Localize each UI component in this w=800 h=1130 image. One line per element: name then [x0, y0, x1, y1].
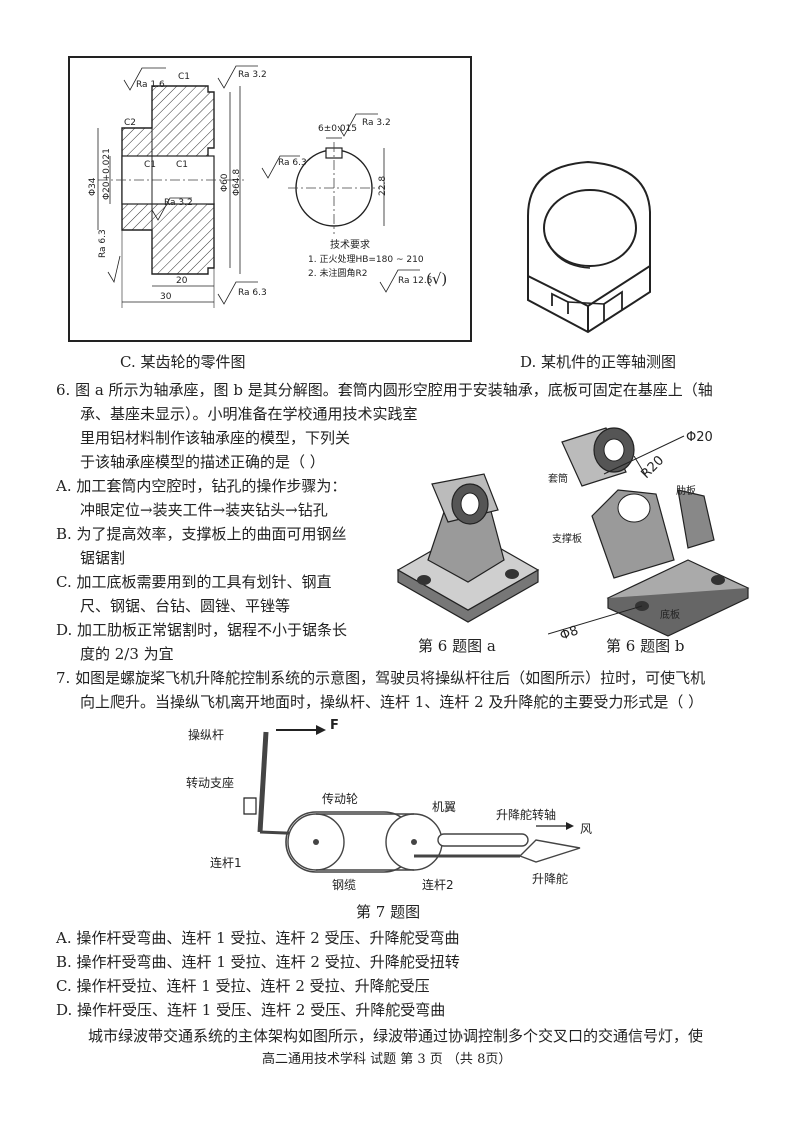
q7-line-1: 7. 如图是螺旋桨飞机升降舵控制系统的示意图，驾驶员将操纵杆往后（如图所示）拉时…: [56, 669, 706, 687]
tech-requirement-2: 2. 未注圆角R2: [308, 269, 368, 279]
q7-option-c[interactable]: C. 操作杆受拉、连杆 1 受拉、连杆 2 受拉、升降舵受压: [56, 977, 430, 995]
figure-7-caption: 第 7 题图: [356, 903, 421, 921]
figure-6b-caption: 第 6 题图 b: [606, 637, 685, 655]
bearing-seat-figure-b: [548, 420, 760, 640]
label-support: 支撑板: [552, 534, 582, 545]
chamfer-label: C1: [178, 72, 191, 82]
dimension-label: 20: [176, 276, 188, 286]
page-footer: 高二通用技术学科 试题 第 3 页 （共 8页）: [262, 1052, 512, 1067]
roughness-label: Ra 12.5: [398, 276, 433, 286]
label-phi20: Φ20: [686, 430, 713, 445]
label-elevator-axis: 升降舵转轴: [496, 808, 557, 822]
label-wing: 机翼: [432, 800, 457, 814]
figure-d-caption: D. 某机件的正等轴测图: [520, 353, 677, 371]
label-sleeve: 套筒: [548, 474, 568, 485]
chamfer-label: C2: [124, 118, 137, 128]
dimension-label: Φ60: [220, 173, 230, 192]
label-stick: 操纵杆: [188, 728, 225, 742]
q7-option-d[interactable]: D. 操作杆受压、连杆 1 受压、连杆 2 受压、升降舵受弯曲: [56, 1001, 446, 1019]
label-base: 底板: [660, 610, 680, 621]
q6-line-2: 承、基座未显示）。小明准备在学校通用技术实践室: [80, 405, 418, 423]
label-rod-2: 连杆2: [422, 878, 454, 892]
dimension-label: Φ64.8: [232, 168, 242, 196]
label-rib: 肋板: [676, 486, 696, 497]
q7-option-b[interactable]: B. 操作杆受弯曲、连杆 1 受拉、连杆 2 受拉、升降舵受扭转: [56, 953, 460, 971]
bearing-seat-figure-a: [388, 470, 548, 630]
roughness-label: Ra 3.2: [164, 198, 193, 208]
q6-option-c[interactable]: C. 加工底板需要用到的工具有划针、钢直: [56, 573, 332, 591]
q6-option-b[interactable]: B. 为了提高效率，支撑板上的曲面可用钢丝: [56, 525, 347, 543]
dimension-label: Φ34: [88, 177, 98, 196]
roughness-label: Ra 6.3: [98, 229, 108, 258]
dimension-label: 6±0.015: [318, 124, 358, 134]
label-rod-1: 连杆1: [210, 856, 242, 870]
roughness-label: Ra 6.3: [238, 288, 267, 298]
q6-option-d[interactable]: D. 加工肋板正常锯割时，锯程不小于锯条长: [56, 621, 348, 639]
roughness-label: Ra 1.6: [136, 80, 165, 90]
label-pivot: 转动支座: [186, 776, 235, 790]
label-wind: 风: [580, 822, 593, 836]
roughness-label: Ra 3.2: [238, 70, 267, 80]
tech-requirements-title: 技术要求: [330, 240, 370, 251]
q6-line-3: 里用铝材料制作该轴承座的模型，下列关: [80, 429, 351, 447]
q6-option-a[interactable]: A. 加工套筒内空腔时，钻孔的操作步骤为：: [56, 477, 347, 495]
chamfer-label: C1: [176, 160, 189, 170]
q8-intro: 城市绿波带交通系统的主体架构如图所示，绿波带通过协调控制多个交叉口的交通信号灯，…: [88, 1027, 704, 1045]
q6-option-b-cont: 锯锯割: [80, 549, 126, 567]
q6-option-d-cont: 度的 2/3 为宜: [80, 645, 174, 663]
label-elevator: 升降舵: [532, 872, 569, 886]
q7-line-2: 向上爬升。当操纵飞机离开地面时，操纵杆、连杆 1、连杆 2 及升降舵的主要受力形…: [80, 693, 704, 711]
label-force-f: F: [330, 718, 339, 733]
chamfer-label: C1: [144, 160, 157, 170]
q6-option-a-cont: 冲眼定位→装夹工件→装夹钻头→钻孔: [80, 501, 328, 519]
roughness-check-mark: (√): [426, 270, 448, 288]
tech-requirement-1: 1. 正火处理HB=180 ~ 210: [308, 255, 424, 265]
label-cable: 钢缆: [332, 878, 357, 892]
figure-6a-caption: 第 6 题图 a: [418, 637, 496, 655]
dimension-label: 30: [160, 292, 172, 302]
q6-line-1: 6. 图 a 所示为轴承座，图 b 是其分解图。套筒内圆形空腔用于安装轴承，底板…: [56, 381, 713, 399]
q6-option-c-cont: 尺、钢锯、台钻、圆锉、平锉等: [80, 597, 291, 615]
isometric-part-drawing: [518, 156, 670, 334]
gear-drawing: [68, 56, 472, 342]
q7-option-a[interactable]: A. 操作杆受弯曲、连杆 1 受拉、连杆 2 受压、升降舵受弯曲: [56, 929, 460, 947]
dimension-label: Φ20+0.021: [102, 148, 112, 200]
roughness-label: Ra 6.3: [278, 158, 307, 168]
elevator-control-diagram: [180, 716, 600, 902]
label-wheel: 传动轮: [322, 792, 359, 806]
dimension-label: 22.8: [378, 175, 388, 196]
figure-c-caption: C. 某齿轮的零件图: [120, 353, 246, 371]
q6-line-4: 于该轴承座模型的描述正确的是（ ）: [80, 453, 325, 471]
roughness-label: Ra 3.2: [362, 118, 391, 128]
